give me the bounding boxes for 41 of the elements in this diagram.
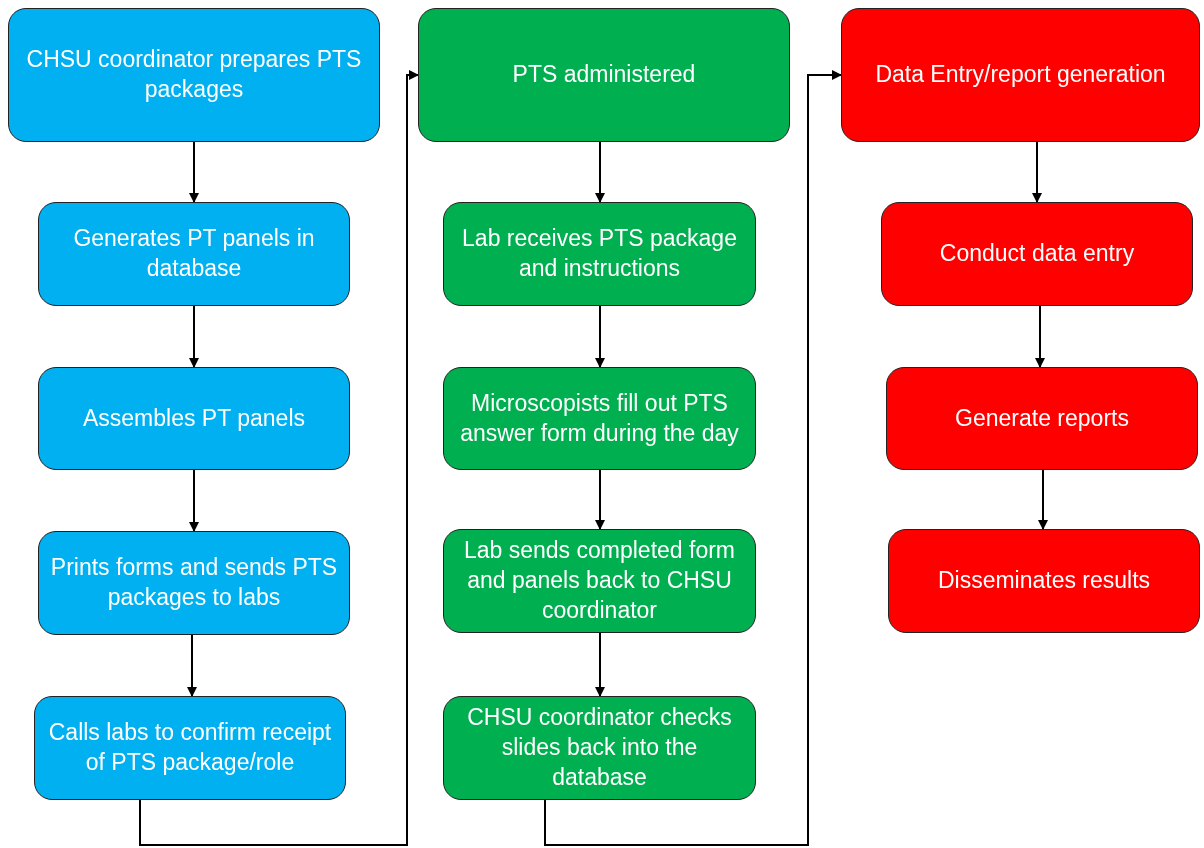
process-box xyxy=(886,367,1198,470)
step-text: Lab sends completed form and panels back to CHSU coordinator xyxy=(462,536,736,625)
step-text: Data Entry/report generation xyxy=(875,60,1166,90)
step-text: Disseminates results xyxy=(937,566,1151,596)
arrow xyxy=(595,632,605,697)
process-box xyxy=(888,529,1200,633)
process-box xyxy=(38,367,350,470)
arrow xyxy=(544,70,842,846)
arrow xyxy=(1032,141,1042,203)
arrow xyxy=(139,70,419,846)
process-box xyxy=(8,8,380,142)
process-box xyxy=(34,696,346,800)
process-box xyxy=(841,8,1200,142)
process-box xyxy=(418,8,790,142)
process-box xyxy=(38,531,350,635)
arrow xyxy=(595,469,605,530)
step-text: Prints forms and sends PTS packages to labs xyxy=(49,553,339,612)
step-text: Generate reports xyxy=(955,403,1129,433)
process-box xyxy=(38,202,350,306)
step-text: PTS administered xyxy=(512,60,696,90)
arrow xyxy=(189,469,199,532)
step-text: Assembles PT panels xyxy=(83,403,305,433)
process-box xyxy=(443,696,756,800)
process-box xyxy=(443,202,756,306)
arrow xyxy=(187,634,197,697)
arrow xyxy=(595,305,605,368)
step-text: Generates PT panels in database xyxy=(72,224,316,283)
step-text: CHSU coordinator checks slides back into the database xyxy=(466,703,733,792)
arrow xyxy=(189,141,199,203)
step-text: CHSU coordinator prepares PTS packages xyxy=(25,45,363,104)
step-text: Conduct data entry xyxy=(939,239,1135,269)
step-text: Calls labs to confirm receipt of PTS package/role xyxy=(47,718,333,777)
arrow xyxy=(189,305,199,368)
step-text: Lab receives PTS package and instructions xyxy=(461,224,738,283)
arrow xyxy=(1038,469,1048,530)
process-box xyxy=(443,367,756,470)
arrow xyxy=(1035,305,1045,368)
step-text: Microscopists fill out PTS answer form during the day xyxy=(459,388,740,448)
process-box xyxy=(881,202,1193,306)
process-box xyxy=(443,529,756,633)
arrow xyxy=(595,141,605,203)
